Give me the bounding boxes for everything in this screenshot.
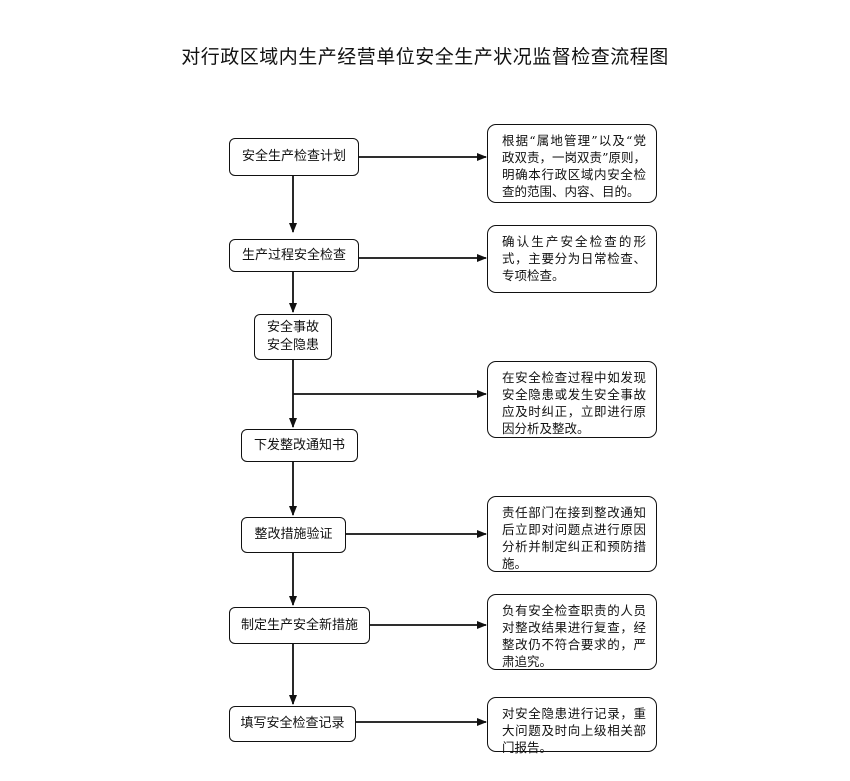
note-inspection-form: 确认生产安全检查的形式，主要分为日常检查、专项检查。	[487, 225, 657, 293]
page-title: 对行政区域内生产经营单位安全生产状况监督检查流程图	[181, 46, 669, 68]
note-inspection-scope: 根据“属地管理”以及“党政双责，一岗双责”原则，明确本行政区域内安全检查的范围、…	[487, 124, 657, 203]
step-new-safety-measures: 制定生产安全新措施	[229, 607, 370, 644]
step-issue-rectification-notice: 下发整改通知书	[241, 429, 358, 462]
note-hazard-correction: 在安全检查过程中如发现安全隐患或发生安全事故应及时纠正，立即进行原因分析及整改。	[487, 361, 657, 438]
step-fill-inspection-record: 填写安全检查记录	[229, 706, 356, 742]
note-record-and-report: 对安全隐患进行记录，重大问题及时向上级相关部门报告。	[487, 697, 657, 755]
step-verify-measures: 整改措施验证	[241, 517, 346, 553]
step-accident-hazard: 安全事故 安全隐患	[254, 314, 332, 360]
step-inspection-plan: 安全生产检查计划	[229, 138, 359, 176]
note-responsible-department: 责任部门在接到整改通知后立即对问题点进行原因分析并制定纠正和预防措施。	[487, 496, 657, 572]
step-process-inspection: 生产过程安全检查	[229, 239, 359, 272]
note-recheck-accountability: 负有安全检查职责的人员对整改结果进行复查，经整改仍不符合要求的，严肃追究。	[487, 594, 657, 670]
